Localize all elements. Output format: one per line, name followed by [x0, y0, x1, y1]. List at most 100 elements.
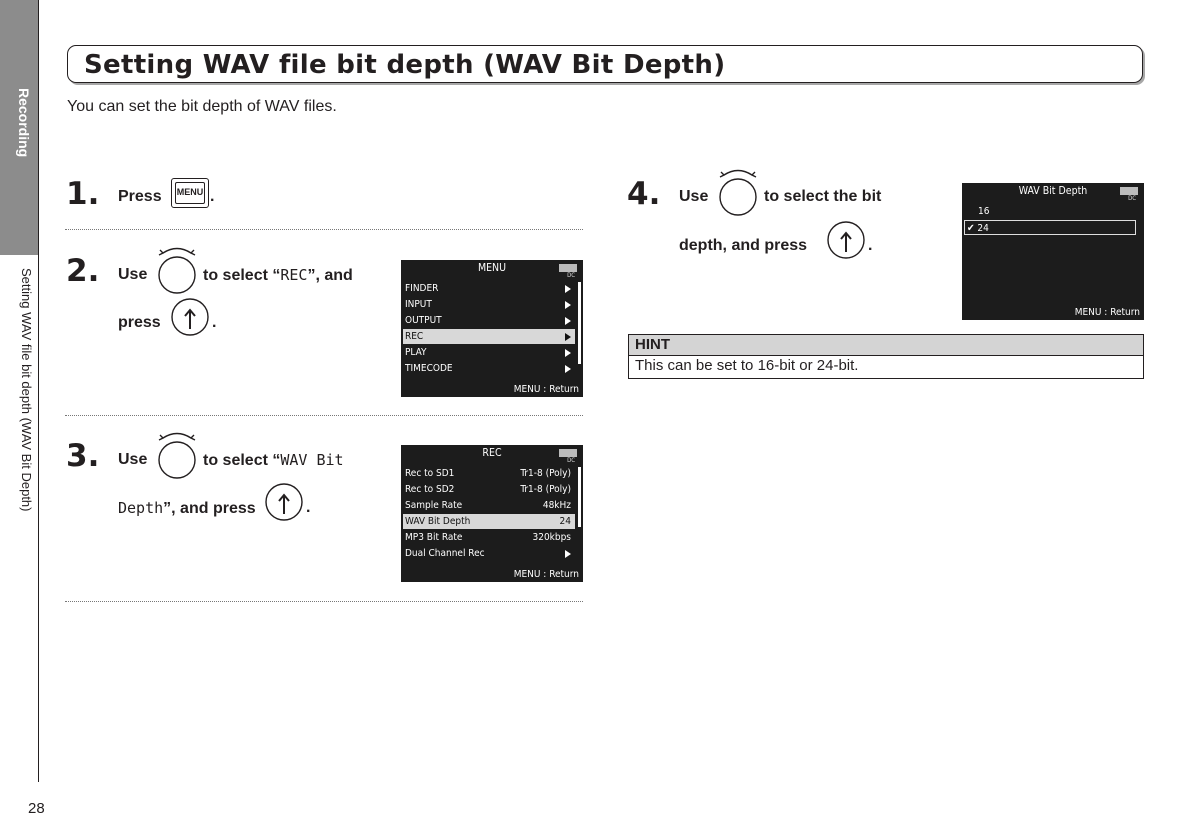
step-2-select-suffix: ”, and: [307, 267, 353, 284]
rec-item-selected: WAV Bit Depth 24: [403, 514, 575, 529]
step-2-select-item: REC: [280, 266, 308, 284]
rec-item-label: MP3 Bit Rate: [405, 532, 463, 543]
rec-item-value: 24: [559, 516, 571, 527]
menu-item: TIMECODE: [403, 361, 575, 376]
step-1-period: .: [210, 188, 215, 205]
step-3-number: 3.: [66, 438, 100, 474]
scrollbar: [578, 467, 581, 527]
step-4-line2: depth, and press: [679, 237, 808, 254]
rec-item: Sample Rate 48kHz: [403, 498, 575, 513]
step-divider: [65, 601, 583, 602]
push-dial-icon: [827, 221, 865, 259]
rec-item-label: Rec to SD2: [405, 484, 455, 495]
rec-item-value: Tr1-8 (Poly): [520, 484, 571, 495]
menu-item: INPUT: [403, 297, 575, 312]
menu-key-label: MENU: [176, 187, 204, 197]
bit-depth-option: 16: [978, 206, 990, 217]
page-title: Setting WAV file bit depth (WAV Bit Dept…: [84, 50, 726, 80]
bit-depth-screen-title: WAV Bit Depth: [1018, 185, 1088, 197]
dc-label: DC: [567, 457, 575, 464]
rec-item: Rec to SD2 Tr1-8 (Poly): [403, 482, 575, 497]
rec-screen-footer: MENU : Return: [513, 569, 579, 580]
step-3-line2: Depth”, and press: [118, 499, 256, 518]
step-4-period: .: [868, 237, 873, 254]
step-2-press: press: [118, 314, 161, 331]
rec-item-value: 48kHz: [542, 500, 571, 511]
step-2-select-prefix: to select “: [203, 267, 281, 284]
step-4-number: 4.: [627, 176, 661, 212]
step-3-select-suffix: ”, and press: [163, 500, 256, 517]
scrollbar: [578, 282, 581, 364]
rec-screen-title: REC: [482, 447, 502, 459]
sidebar-section-label: Setting WAV file bit depth (WAV Bit Dept…: [19, 268, 34, 512]
bit-depth-screen: WAV Bit Depth DC 16 ✔ 24 MENU : Return: [962, 183, 1144, 320]
page-number: 28: [28, 800, 45, 817]
intro-text: You can set the bit depth of WAV files.: [67, 98, 337, 115]
bit-depth-screen-footer: MENU : Return: [1074, 307, 1140, 318]
rec-item-label: Sample Rate: [405, 500, 463, 511]
menu-item-label: OUTPUT: [405, 315, 442, 326]
bit-depth-option-selected: ✔ 24: [964, 220, 1136, 235]
section-tab-label: Recording: [16, 88, 32, 158]
menu-item-label: FINDER: [405, 283, 439, 294]
step-1-text: Press: [118, 188, 162, 205]
push-dial-icon: [265, 483, 303, 521]
rotary-dial-icon: [719, 169, 757, 216]
menu-item: FINDER: [403, 281, 575, 296]
arrow-right-icon: [565, 285, 571, 293]
battery-icon: [559, 264, 577, 272]
step-3-select-prefix: to select “: [203, 452, 281, 469]
battery-icon: [1120, 187, 1138, 195]
step-2-select: to select “REC”, and: [203, 266, 353, 285]
arrow-right-icon: [565, 349, 571, 357]
menu-key-icon: MENU: [171, 178, 209, 208]
section-tab: Recording: [0, 0, 38, 255]
menu-screen-title: MENU: [477, 262, 507, 274]
rec-item: MP3 Bit Rate 320kbps: [403, 530, 575, 545]
sidebar-divider: [38, 0, 39, 782]
step-3-select-item: WAV Bit: [280, 451, 344, 469]
dc-label: DC: [567, 272, 575, 279]
step-3-select-item-cont: Depth: [118, 499, 164, 517]
rotary-dial-icon: [158, 247, 196, 294]
menu-item: PLAY: [403, 345, 575, 360]
step-divider: [65, 415, 583, 416]
battery-icon: [559, 449, 577, 457]
menu-item-label: REC: [405, 331, 424, 342]
menu-item-selected: REC: [403, 329, 575, 344]
arrow-right-icon: [565, 333, 571, 341]
step-2-number: 2.: [66, 253, 100, 289]
menu-screen: MENU DC FINDER INPUT OUTPUT REC PLAY TIM…: [401, 260, 583, 397]
menu-item-label: TIMECODE: [405, 363, 453, 374]
menu-screen-footer: MENU : Return: [513, 384, 579, 395]
dc-label: DC: [1128, 195, 1136, 202]
rec-item: Dual Channel Rec: [403, 546, 575, 561]
rec-item-label: Dual Channel Rec: [405, 548, 485, 559]
step-2-use: Use: [118, 266, 148, 283]
step-3-select: to select “WAV Bit: [203, 451, 344, 470]
menu-item: OUTPUT: [403, 313, 575, 328]
arrow-right-icon: [565, 550, 571, 558]
menu-item-label: INPUT: [405, 299, 432, 310]
hint-heading: HINT: [629, 335, 1143, 356]
arrow-right-icon: [565, 301, 571, 309]
rotary-dial-icon: [158, 432, 196, 479]
step-4-select: to select the bit: [764, 188, 882, 205]
rec-item-label: Rec to SD1: [405, 468, 455, 479]
title-box: Setting WAV file bit depth (WAV Bit Dept…: [67, 45, 1143, 83]
arrow-right-icon: [565, 317, 571, 325]
rec-item-label: WAV Bit Depth: [405, 516, 471, 527]
step-3-use: Use: [118, 451, 148, 468]
hint-body: This can be set to 16-bit or 24-bit.: [635, 357, 859, 374]
rec-item-value: Tr1-8 (Poly): [520, 468, 571, 479]
hint-box: HINT This can be set to 16-bit or 24-bit…: [628, 334, 1144, 379]
menu-item-label: PLAY: [405, 347, 427, 358]
step-divider: [65, 229, 583, 230]
step-3-period: .: [306, 499, 311, 516]
step-1-number: 1.: [66, 176, 100, 212]
rec-item-value: 320kbps: [532, 532, 572, 543]
push-dial-icon: [171, 298, 209, 336]
step-2-period: .: [212, 314, 217, 331]
rec-item: Rec to SD1 Tr1-8 (Poly): [403, 466, 575, 481]
